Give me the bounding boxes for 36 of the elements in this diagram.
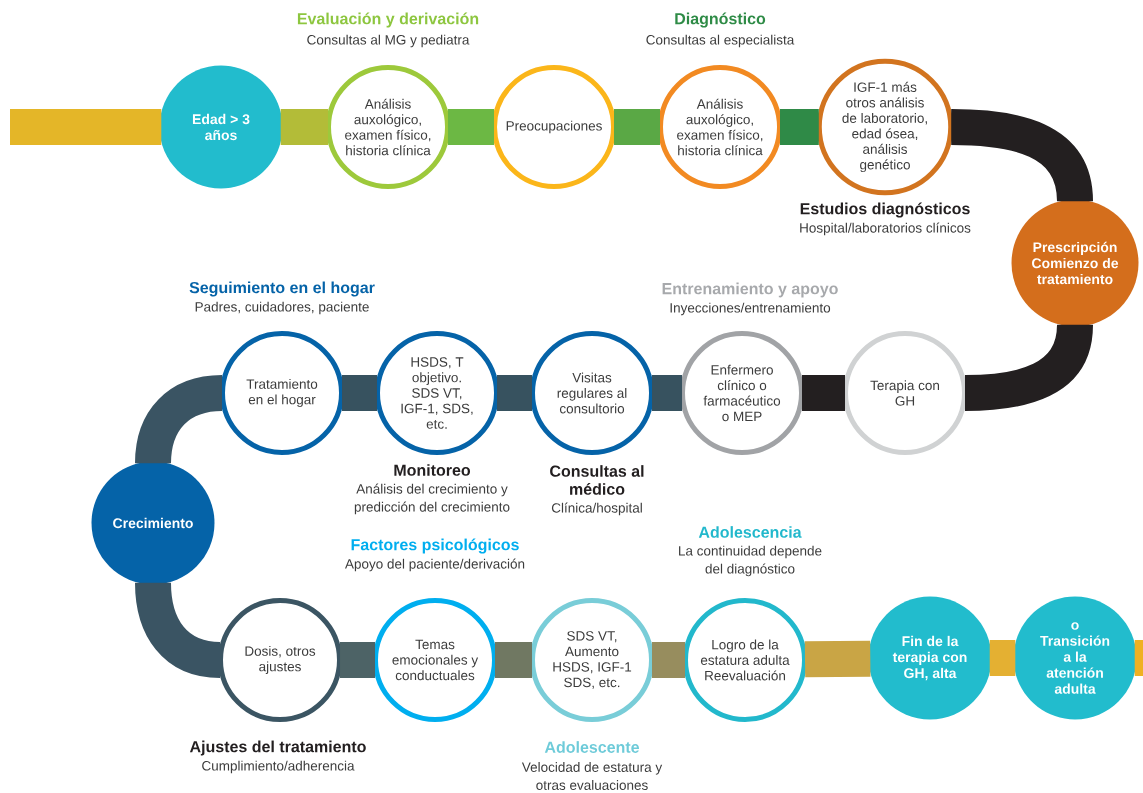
stage-heading: Adolescencia [698, 526, 802, 538]
stage-subtitle: Cumplimiento/adherencia [202, 760, 355, 774]
band [1134, 640, 1143, 676]
band [989, 640, 1016, 676]
stage-heading: Entrenamiento y apoyo [662, 282, 838, 298]
stage-subtitle: Padres, cuidadores, paciente [195, 301, 369, 315]
stage-heading: Evaluación y derivación [297, 12, 479, 28]
band [495, 642, 532, 678]
stage-heading: Adolescente [544, 741, 639, 753]
stage-heading: Estudios diagnósticos [800, 202, 970, 218]
stage-heading: Seguimiento en el hogar [189, 281, 375, 297]
band [780, 109, 819, 145]
stage-subtitle: Hospital/laboratorios clínicos [800, 222, 971, 236]
band [448, 109, 494, 145]
band [652, 642, 685, 678]
stage-subtitle: Apoyo del paciente/derivación [345, 558, 525, 572]
band [614, 109, 660, 145]
stage-heading: Consultas al médico [550, 465, 644, 495]
band [652, 375, 682, 411]
band [802, 375, 845, 411]
stage-subtitle: Clínica/hospital [551, 502, 642, 516]
stage-subtitle: Consultas al MG y pediatra [307, 34, 470, 48]
stage-subtitle: La continuidad depende del diagnóstico [679, 545, 822, 577]
band [280, 109, 328, 145]
stage-heading: Diagnóstico [675, 12, 766, 28]
stage-heading: Factores psicológicos [351, 538, 519, 554]
band [340, 642, 375, 678]
stage-subtitle: Inyecciones/entrenamiento [670, 302, 831, 316]
stage-heading: Ajustes del tratamiento [189, 740, 366, 756]
band [804, 640, 871, 678]
stage-subtitle: Velocidad de estatura y otras evaluaciones [521, 762, 663, 790]
stage-subtitle: Consultas al especialista [646, 34, 795, 48]
band [10, 109, 162, 145]
band [497, 375, 532, 411]
stage-subtitle: Análisis del crecimiento y predicción del crecimiento [354, 483, 510, 515]
band [342, 375, 377, 411]
